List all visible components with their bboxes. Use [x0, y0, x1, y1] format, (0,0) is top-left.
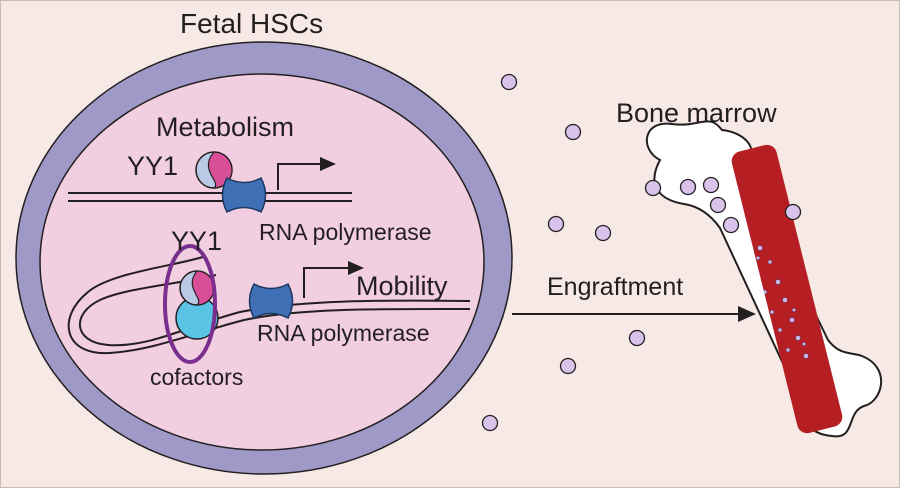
dna-strand-metabolism	[68, 192, 352, 202]
label-engraftment: Engraftment	[547, 273, 684, 301]
transcription-arrow-top	[277, 157, 336, 190]
yy1-protein-loop	[175, 270, 219, 340]
rna-polymerase-bottom	[248, 282, 294, 320]
hsc-particle	[784, 203, 802, 221]
hsc-particle	[679, 178, 697, 196]
label-yy1-loop: YY1	[171, 226, 223, 256]
hsc-particle	[702, 176, 720, 194]
label-cofactors: cofactors	[150, 364, 244, 390]
dna-strand-loop	[67, 255, 471, 355]
transcription-arrow-bottom	[303, 261, 364, 298]
label-metabolism: Metabolism	[156, 112, 295, 142]
hsc-particle	[564, 123, 582, 141]
hsc-particles	[481, 73, 802, 432]
title-fetal-hscs: Fetal HSCs	[180, 8, 324, 39]
hsc-particle	[547, 215, 565, 233]
hsc-particle	[709, 196, 727, 214]
yy1-protein-top	[195, 151, 233, 189]
hsc-particle	[481, 414, 499, 432]
label-mobility: Mobility	[356, 271, 448, 301]
label-rna-polymerase-bottom: RNA polymerase	[257, 320, 430, 346]
hsc-particle	[722, 216, 740, 234]
hsc-particle	[628, 329, 646, 347]
label-rna-polymerase-top: RNA polymerase	[259, 219, 432, 245]
hsc-particle	[559, 357, 577, 375]
rna-polymerase-top	[221, 176, 267, 214]
cofactor-ring	[163, 244, 217, 364]
hsc-particle	[594, 224, 612, 242]
label-bone-marrow: Bone marrow	[616, 98, 777, 128]
fetal-hsc-cell	[15, 41, 513, 475]
engraftment-arrow	[512, 306, 756, 322]
label-yy1-top: YY1	[127, 151, 179, 181]
hsc-particle	[500, 73, 518, 91]
nucleus	[39, 73, 485, 451]
hsc-particle	[644, 179, 662, 197]
